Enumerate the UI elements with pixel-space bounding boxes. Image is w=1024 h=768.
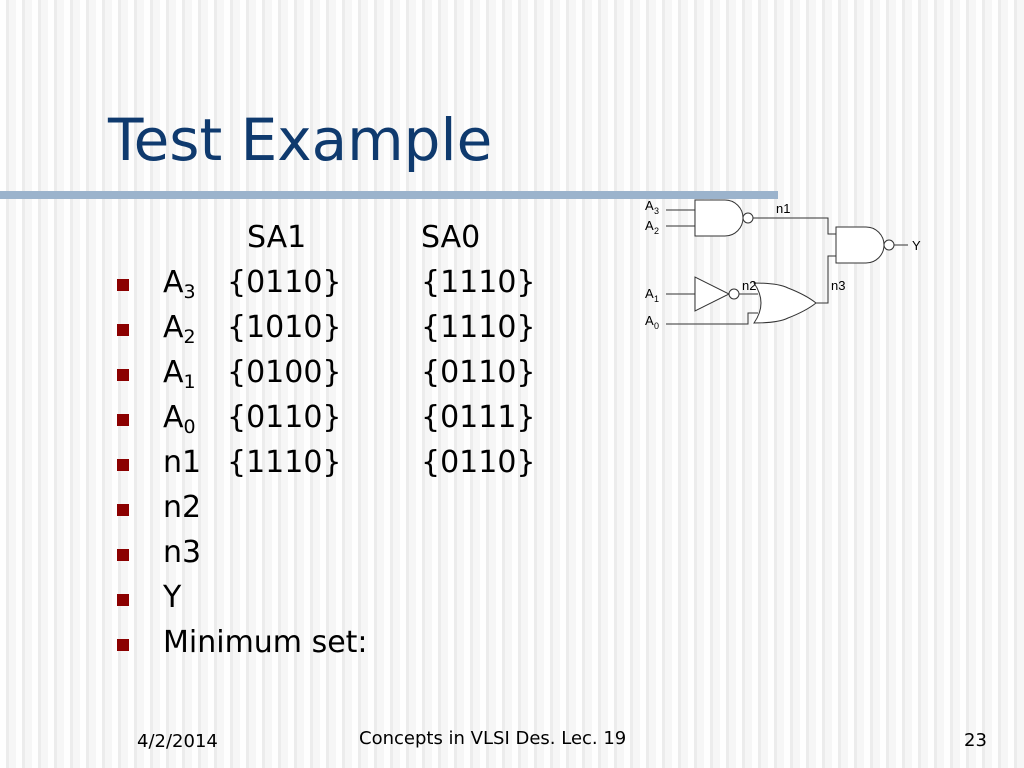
label-a0-sub: 0 xyxy=(654,321,659,331)
circuit-diagram: A 3 A 2 A 1 A 0 n1 n2 n3 Y xyxy=(645,198,921,331)
sa0-tests: {0110} xyxy=(421,355,536,390)
label-a1-sub: 1 xyxy=(654,294,659,304)
signal-name: n3 xyxy=(163,535,201,570)
fault-row: n3 xyxy=(0,535,600,579)
footer-course: Concepts in VLSI Des. Lec. 19 xyxy=(359,728,627,749)
sa0-tests: {0111} xyxy=(421,400,536,435)
fault-row: Y xyxy=(0,580,600,624)
footer-date: 4/2/2014 xyxy=(137,731,218,752)
title-divider xyxy=(0,191,778,199)
nand-gate-2 xyxy=(835,226,885,264)
bullet-square-icon xyxy=(117,369,129,381)
wire-n1 xyxy=(753,217,836,235)
label-a3-sub: 3 xyxy=(654,206,659,216)
signal-name-text: Minimum set: xyxy=(163,625,368,660)
wire-a0 xyxy=(666,312,758,325)
signal-name: n2 xyxy=(163,490,201,525)
nand-gate-1 xyxy=(694,199,744,237)
sa0-tests: {1110} xyxy=(421,265,536,300)
label-a2-sub: 2 xyxy=(654,226,659,236)
signal-name: A1 xyxy=(163,355,196,393)
signal-name: A0 xyxy=(163,400,196,438)
bullet-square-icon xyxy=(117,594,129,606)
sa1-tests: {0110} xyxy=(227,400,342,435)
signal-name-text: n2 xyxy=(163,490,202,525)
bullet-square-icon xyxy=(117,504,129,516)
slide-title: Test Example xyxy=(108,106,493,174)
footer-page-number: 23 xyxy=(964,730,987,751)
fault-row: Minimum set: xyxy=(0,625,600,669)
bullet-square-icon xyxy=(117,639,129,651)
inverter-bubble xyxy=(728,288,740,300)
bullet-square-icon xyxy=(117,549,129,561)
signal-name: A2 xyxy=(163,310,196,348)
signal-subscript: 2 xyxy=(183,326,196,348)
sa0-tests: {0110} xyxy=(421,445,536,480)
sa0-tests: {1110} xyxy=(421,310,536,345)
signal-name: Y xyxy=(163,580,181,615)
wire-n3 xyxy=(816,255,836,304)
fault-row: n1 {1110} {0110} xyxy=(0,445,600,489)
label-y: Y xyxy=(912,238,921,253)
signal-subscript: 0 xyxy=(183,416,196,438)
bullet-square-icon xyxy=(117,414,129,426)
label-a1: A xyxy=(645,286,654,301)
nand-bubble-2 xyxy=(883,239,895,251)
sa1-tests: {0100} xyxy=(227,355,342,390)
fault-row: A2 {1010} {1110} xyxy=(0,310,600,354)
signal-name-text: n1 xyxy=(163,445,202,480)
sa1-tests: {0110} xyxy=(227,265,342,300)
signal-name-text: A xyxy=(163,310,184,345)
signal-name-text: Y xyxy=(163,580,182,615)
sa1-tests: {1110} xyxy=(227,445,342,480)
label-a2: A xyxy=(645,218,654,233)
bullet-square-icon xyxy=(117,279,129,291)
signal-name-text: A xyxy=(163,400,184,435)
signal-name: n1 xyxy=(163,445,201,480)
sa1-tests: {1010} xyxy=(227,310,342,345)
column-header-sa0: SA0 xyxy=(421,220,481,255)
fault-row: n2 xyxy=(0,490,600,534)
fault-row: A3 {0110} {1110} xyxy=(0,265,600,309)
signal-subscript: 3 xyxy=(183,281,196,303)
signal-name-text: A xyxy=(163,355,184,390)
bullet-square-icon xyxy=(117,459,129,471)
label-n3: n3 xyxy=(831,278,845,293)
bullet-square-icon xyxy=(117,324,129,336)
label-a0: A xyxy=(645,313,654,328)
label-a3: A xyxy=(645,198,654,213)
fault-row: A1 {0100} {0110} xyxy=(0,355,600,399)
signal-name-text: A xyxy=(163,265,184,300)
inverter xyxy=(694,276,731,312)
signal-name: A3 xyxy=(163,265,196,303)
signal-name-text: n3 xyxy=(163,535,202,570)
signal-name: Minimum set: xyxy=(163,625,368,660)
fault-row: A0 {0110} {0111} xyxy=(0,400,600,444)
label-n1: n1 xyxy=(776,201,790,216)
column-header-sa1: SA1 xyxy=(247,220,307,255)
or-gate xyxy=(753,282,817,324)
nand-bubble-1 xyxy=(742,212,754,224)
signal-subscript: 1 xyxy=(183,371,196,393)
label-n2: n2 xyxy=(742,278,756,293)
